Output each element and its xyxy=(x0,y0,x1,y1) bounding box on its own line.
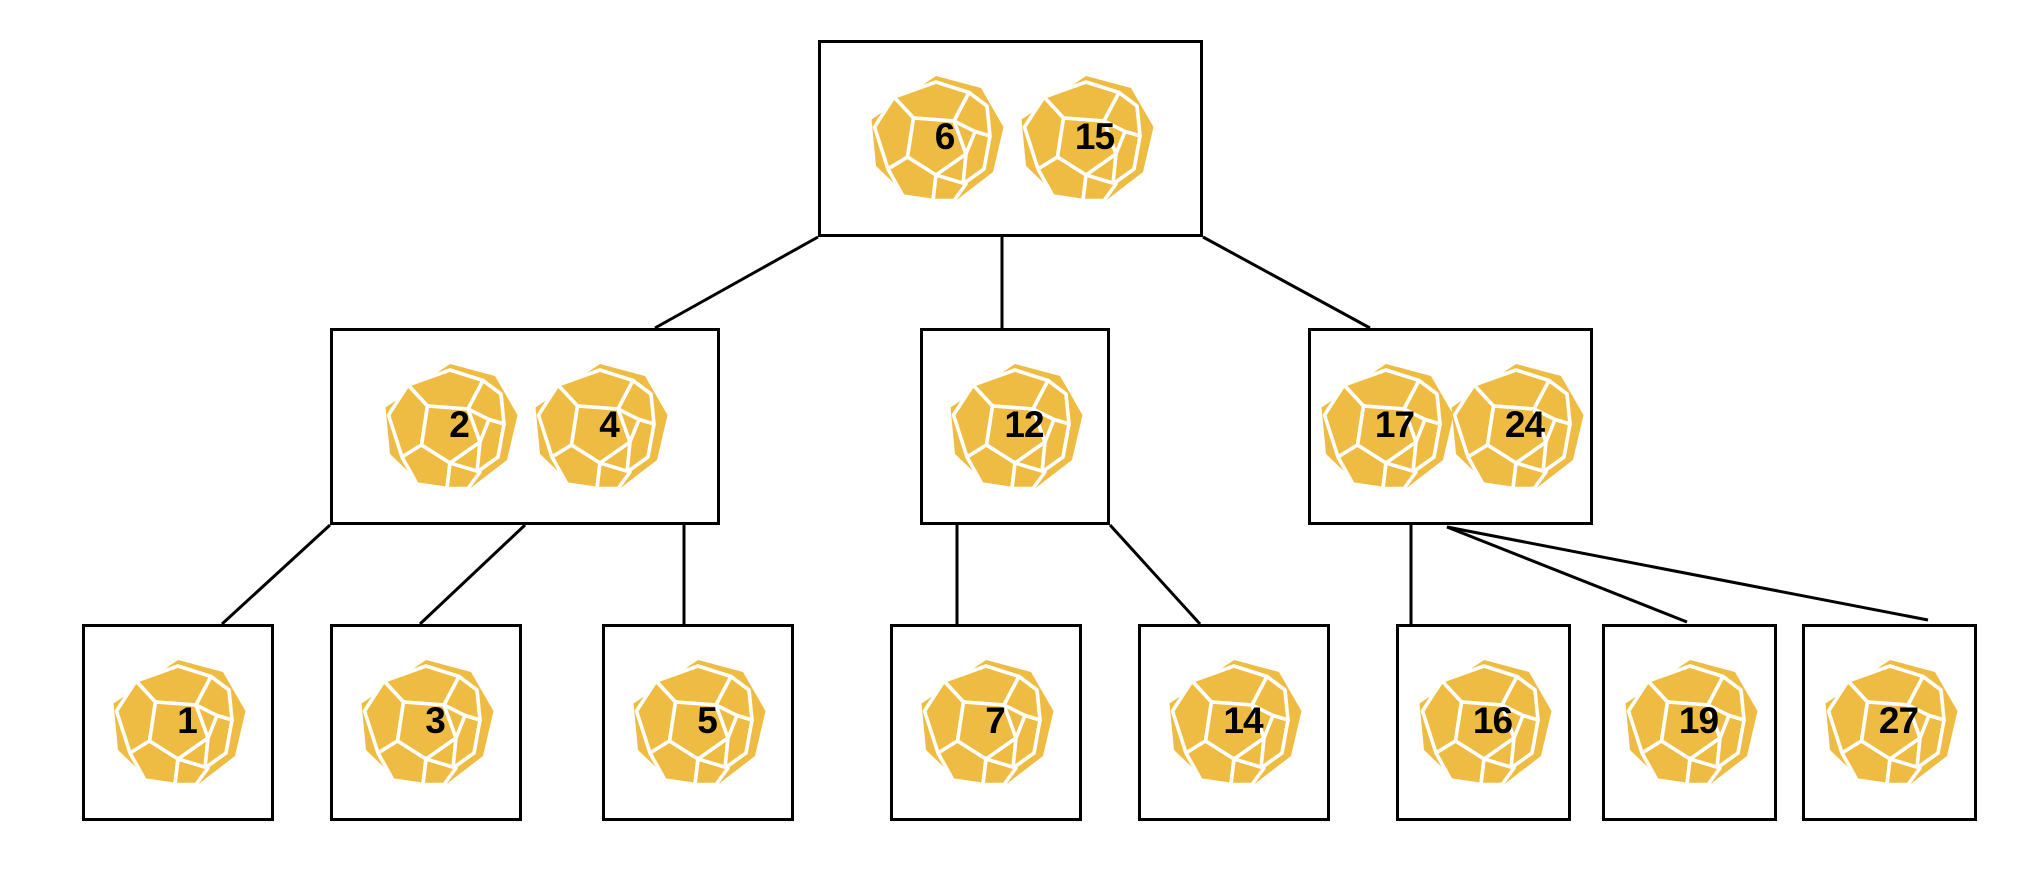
btree-edge-root-to-right xyxy=(1202,235,1371,330)
key-label: 19 xyxy=(1678,699,1719,741)
key-cell[interactable]: 1 xyxy=(103,648,253,798)
key-cell[interactable]: 4 xyxy=(525,352,675,502)
key-label: 14 xyxy=(1223,699,1263,741)
btree-node-leaf-1[interactable]: 1 xyxy=(82,624,274,821)
btree-edge-mid-to-leaf14 xyxy=(1108,523,1202,626)
dodecahedron-icon xyxy=(871,75,1003,202)
key-label: 7 xyxy=(985,699,1006,741)
key-cell[interactable]: 16 xyxy=(1419,648,1551,798)
dodecahedron-icon xyxy=(361,659,494,786)
key-label: 4 xyxy=(599,403,620,445)
dodecahedron-icon xyxy=(1419,659,1551,786)
dodecahedron-icon xyxy=(633,659,766,786)
btree-node-leaf-3[interactable]: 3 xyxy=(330,624,522,821)
key-cell[interactable]: 27 xyxy=(1825,648,1957,798)
btree-node-leaf-16[interactable]: 16 xyxy=(1396,624,1571,821)
btree-node-leaf-27[interactable]: 27 xyxy=(1802,624,1977,821)
btree-node-root[interactable]: 6 15 xyxy=(818,40,1203,237)
key-cell[interactable]: 12 xyxy=(940,352,1090,502)
key-label: 2 xyxy=(449,403,470,445)
dodecahedron-icon xyxy=(1825,659,1957,786)
key-cell[interactable]: 3 xyxy=(351,648,501,798)
key-label: 15 xyxy=(1074,115,1115,157)
btree-node-leaf-19[interactable]: 19 xyxy=(1602,624,1777,821)
key-cell[interactable]: 19 xyxy=(1625,648,1757,798)
btree-node-leaf-14[interactable]: 14 xyxy=(1138,624,1330,821)
btree-edge-right-to-leaf27 xyxy=(1446,525,1929,622)
key-label: 1 xyxy=(177,699,198,741)
btree-edge-right-to-leaf19 xyxy=(1446,525,1688,624)
dodecahedron-icon xyxy=(1169,659,1302,786)
dodecahedron-icon xyxy=(113,659,246,786)
dodecahedron-icon xyxy=(921,659,1054,786)
key-label: 6 xyxy=(934,115,956,157)
dodecahedron-icon xyxy=(1451,363,1583,490)
key-cell[interactable]: 7 xyxy=(911,648,1061,798)
key-label: 17 xyxy=(1374,403,1415,445)
dodecahedron-icon xyxy=(1021,75,1153,202)
key-cell[interactable]: 6 xyxy=(861,64,1011,214)
dodecahedron-icon xyxy=(1321,363,1453,490)
key-cell[interactable]: 15 xyxy=(1011,64,1161,214)
key-label: 27 xyxy=(1878,699,1919,741)
key-cell[interactable]: 14 xyxy=(1159,648,1309,798)
btree-edge-root-to-left xyxy=(654,235,819,330)
key-label: 24 xyxy=(1504,403,1545,445)
btree-edge-left-to-leaf1 xyxy=(220,523,332,626)
key-cell[interactable]: 17 xyxy=(1321,352,1453,502)
dodecahedron-icon xyxy=(950,363,1083,490)
btree-edge-left-to-leaf3 xyxy=(418,523,527,626)
btree-node-internal-middle[interactable]: 12 xyxy=(920,328,1110,525)
key-label: 3 xyxy=(425,699,446,741)
dodecahedron-icon xyxy=(1625,659,1757,786)
dodecahedron-icon xyxy=(385,363,518,490)
dodecahedron-icon xyxy=(535,363,668,490)
key-cell[interactable]: 2 xyxy=(375,352,525,502)
key-cell[interactable]: 5 xyxy=(623,648,773,798)
btree-node-leaf-5[interactable]: 5 xyxy=(602,624,794,821)
key-label: 5 xyxy=(697,699,718,741)
key-label: 16 xyxy=(1472,699,1513,741)
key-label: 12 xyxy=(1004,403,1044,445)
btree-node-leaf-7[interactable]: 7 xyxy=(890,624,1082,821)
key-cell[interactable]: 24 xyxy=(1451,352,1583,502)
